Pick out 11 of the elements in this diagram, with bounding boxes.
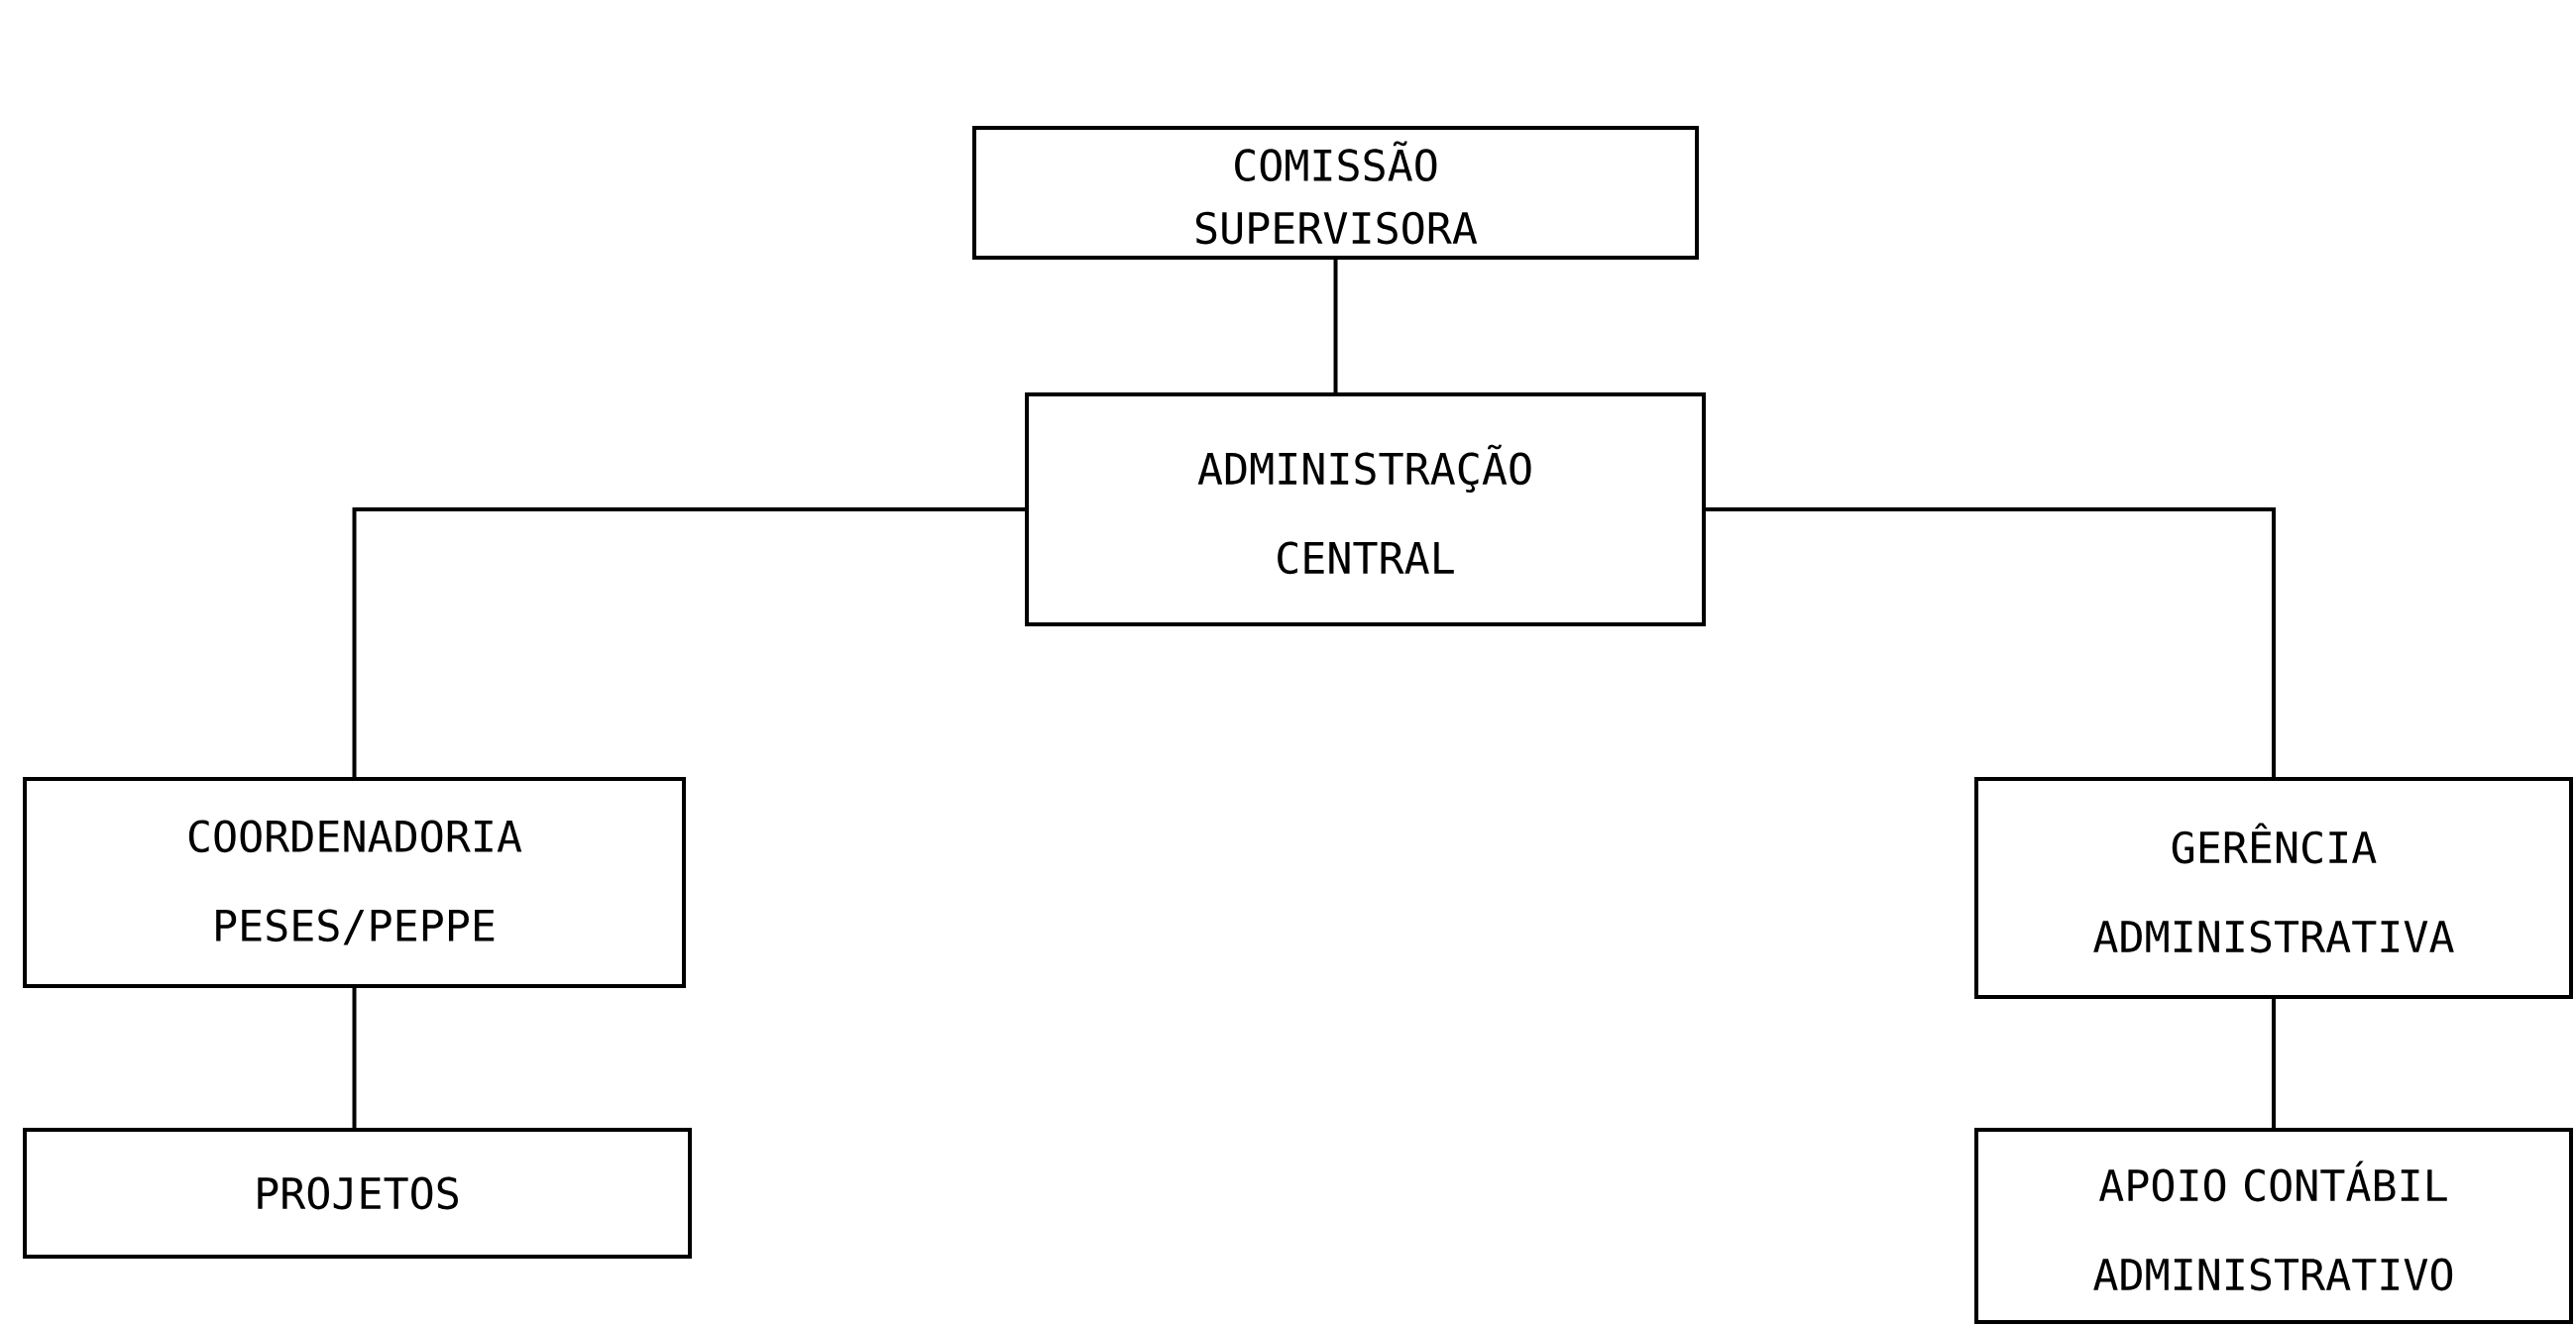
connector-line	[352, 988, 357, 1128]
org-box: GERÊNCIA ADMINISTRATIVA	[1974, 777, 2573, 999]
connector-line	[352, 507, 1025, 777]
org-box: APOIO CONTÁBIL ADMINISTRATIVO	[1974, 1128, 2573, 1324]
connector-line	[2272, 999, 2276, 1128]
connector-line	[1706, 507, 2276, 777]
connector-line	[1333, 260, 1338, 392]
org-box: ADMINISTRAÇÃO CENTRAL	[1025, 392, 1706, 626]
org-box: COORDENADORIA PESES/PEPPE	[23, 777, 686, 988]
org-box: PROJETOS	[23, 1128, 692, 1259]
org-box: COMISSÃO SUPERVISORA	[972, 125, 1699, 260]
